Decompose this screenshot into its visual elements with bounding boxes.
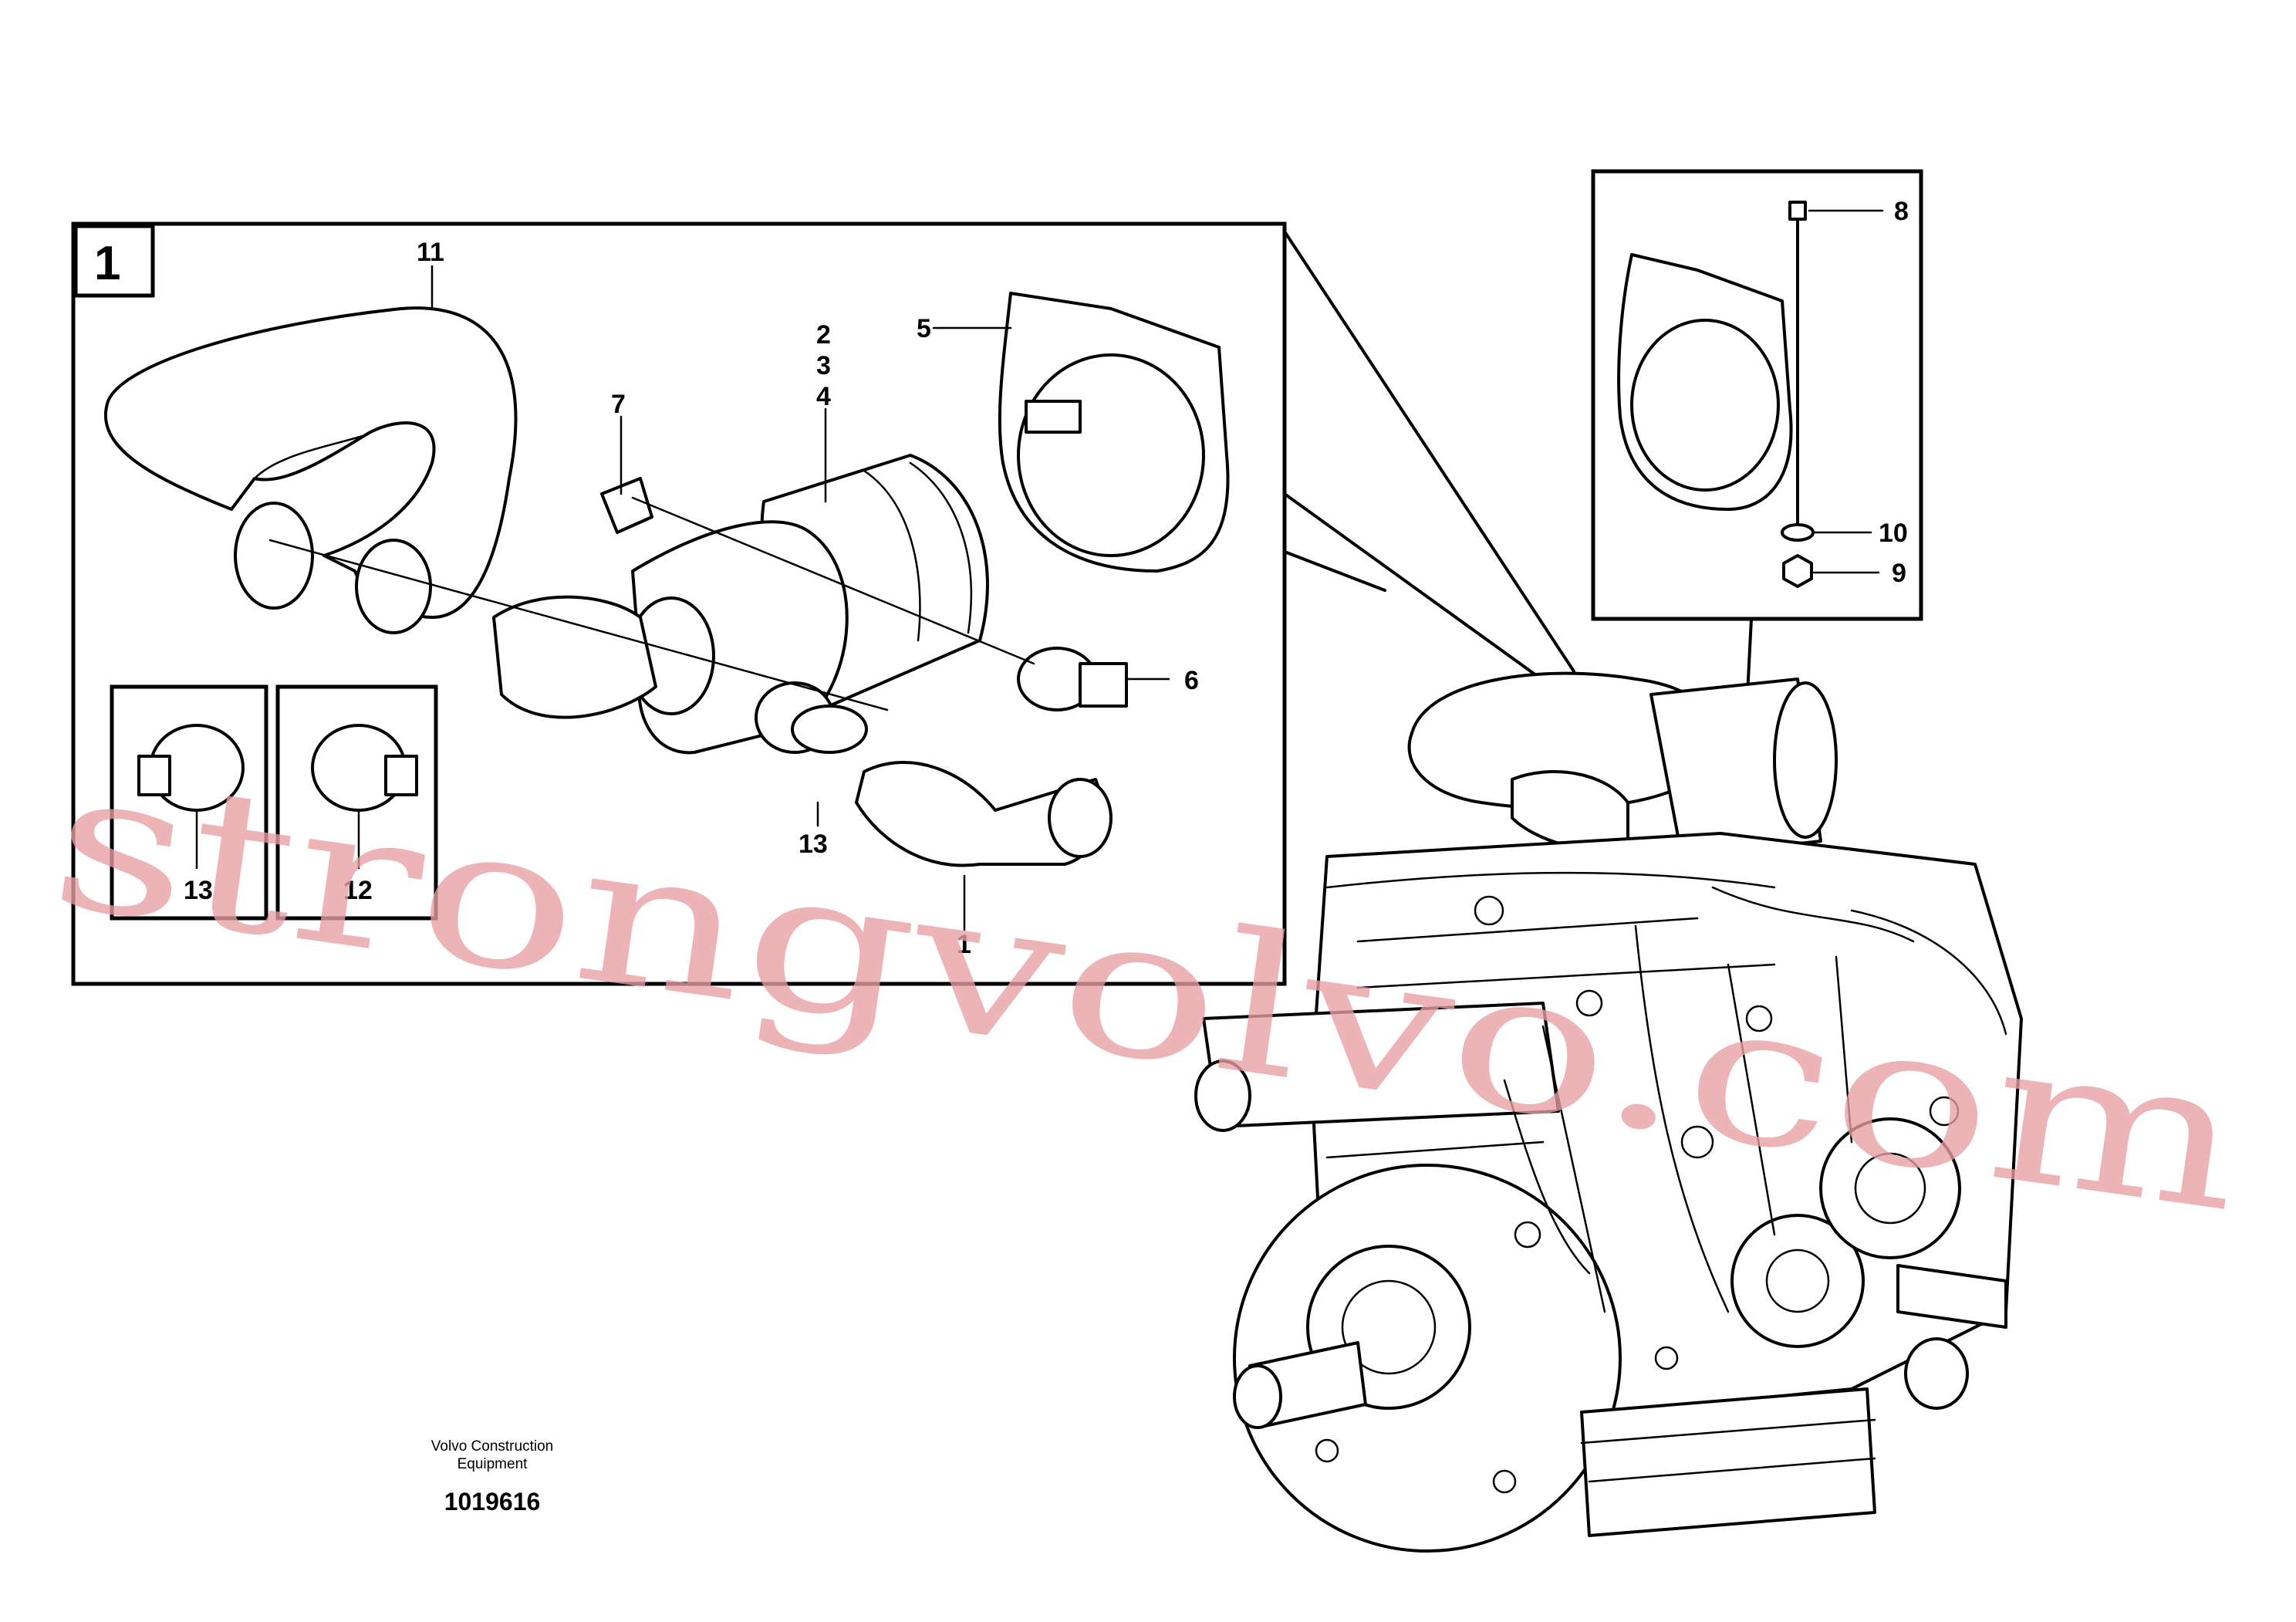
callout-13-hose: 13	[799, 830, 828, 859]
bracket-bolt-part	[1617, 201, 1815, 588]
u-hose-part	[103, 306, 518, 634]
callout-1-hose: 1	[957, 930, 971, 959]
elbow-hose-part	[791, 705, 1113, 867]
footer-company: Volvo Construction	[431, 1438, 553, 1455]
footer-caption: Volvo Construction Equipment 1019616	[431, 1438, 553, 1516]
callout-5: 5	[917, 314, 931, 343]
callout-2: 2	[816, 320, 831, 350]
panel-label: 1	[94, 237, 120, 290]
callout-3: 3	[816, 351, 831, 380]
callout-11: 11	[417, 238, 444, 267]
callout-4: 4	[816, 382, 831, 411]
fitting-part	[600, 477, 653, 534]
callout-8: 8	[1894, 197, 1909, 226]
air-cleaner-housing-part	[492, 454, 989, 755]
bracket-clamp-part	[998, 292, 1230, 573]
callout-7: 7	[611, 390, 626, 419]
detail-panel-bracket: 8 10 9	[1591, 169, 1923, 621]
callout-9: 9	[1892, 559, 1906, 588]
engine-assembly	[1194, 671, 2023, 1553]
leader-lines	[195, 265, 1170, 931]
clamp-box-12	[275, 684, 438, 921]
callout-12: 12	[343, 876, 373, 905]
sensor-part	[1017, 647, 1128, 711]
callout-6: 6	[1184, 666, 1199, 695]
diagram-number: 1019616	[444, 1488, 541, 1516]
detail-panel-1: 1	[71, 221, 1287, 986]
clamp-box-13	[110, 684, 268, 921]
footer-division: Equipment	[458, 1456, 528, 1472]
callout-10: 10	[1879, 519, 1908, 548]
callout-13-box: 13	[184, 876, 213, 905]
